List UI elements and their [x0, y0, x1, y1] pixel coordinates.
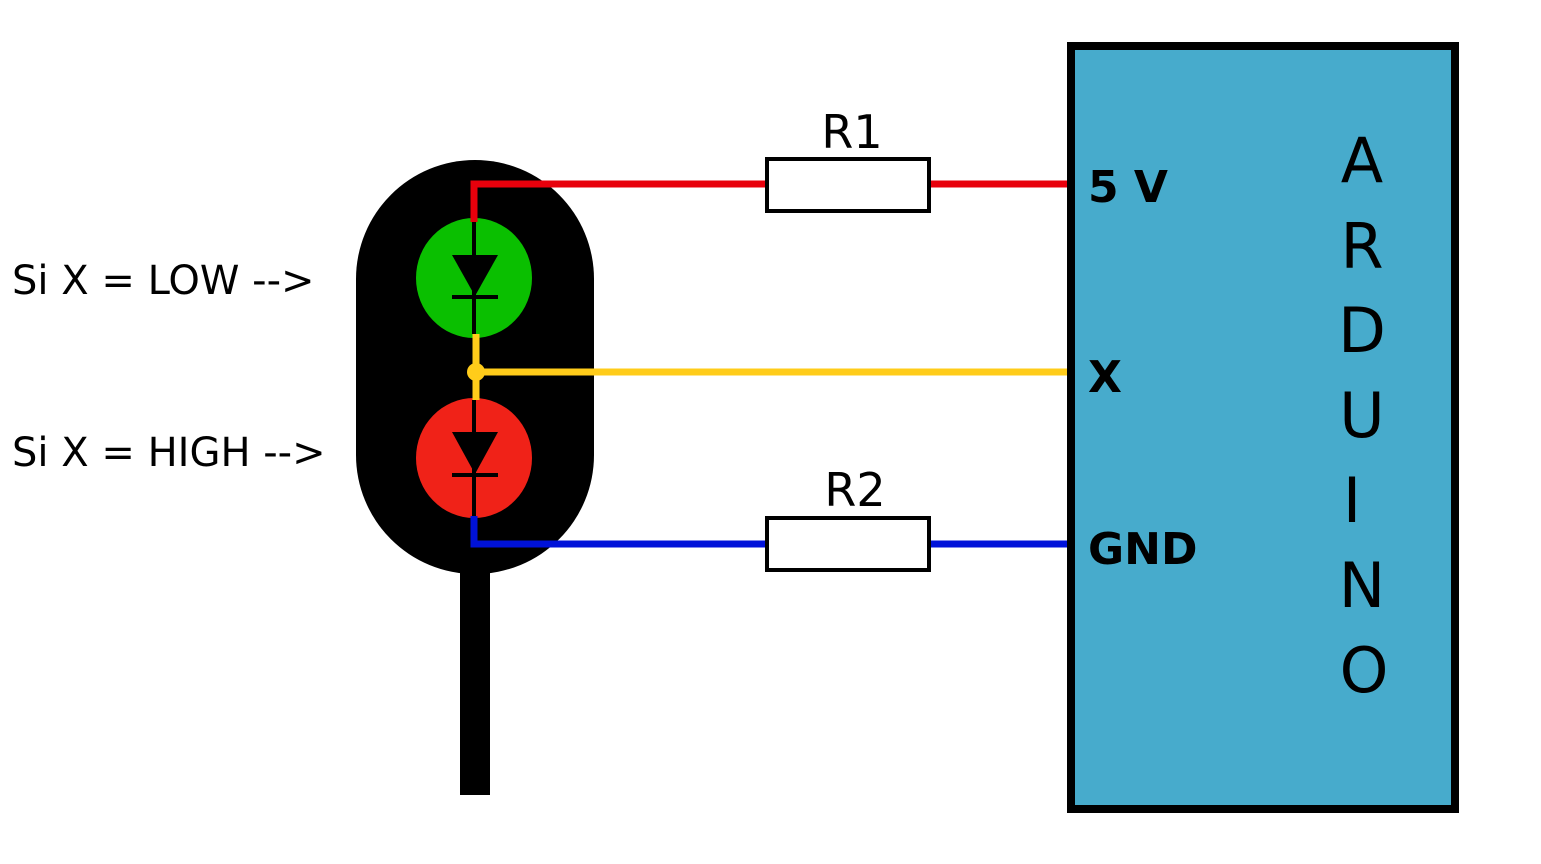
arduino-letter: R	[1340, 210, 1383, 283]
wire-gnd	[470, 516, 767, 548]
resistor-r1-label: R1	[821, 105, 882, 159]
resistor-r2	[765, 516, 931, 572]
arduino-letter: N	[1339, 549, 1385, 622]
arduino-vertical-title: A R D U I N O	[1338, 124, 1388, 707]
pin-gnd-label: GND	[1088, 524, 1197, 575]
annotation-high: Si X = HIGH -->	[12, 430, 326, 476]
junction-dot	[467, 363, 485, 381]
arduino-letter: O	[1340, 634, 1389, 707]
resistor-r2-label: R2	[824, 463, 885, 517]
red-led-diode-symbol	[452, 400, 498, 516]
wire-5v	[470, 180, 767, 222]
arduino-board	[1067, 42, 1459, 813]
resistor-r1	[765, 157, 931, 213]
arduino-letter: I	[1343, 464, 1361, 537]
signal-pole	[460, 540, 490, 795]
pin-x-label: X	[1088, 352, 1122, 403]
arduino-letter: U	[1339, 379, 1384, 452]
arduino-letter: D	[1338, 294, 1386, 367]
annotation-low: Si X = LOW -->	[12, 258, 315, 304]
arduino-letter: A	[1341, 124, 1383, 197]
green-led-diode-symbol	[452, 222, 498, 334]
pin-5v-label: 5 V	[1088, 162, 1168, 213]
